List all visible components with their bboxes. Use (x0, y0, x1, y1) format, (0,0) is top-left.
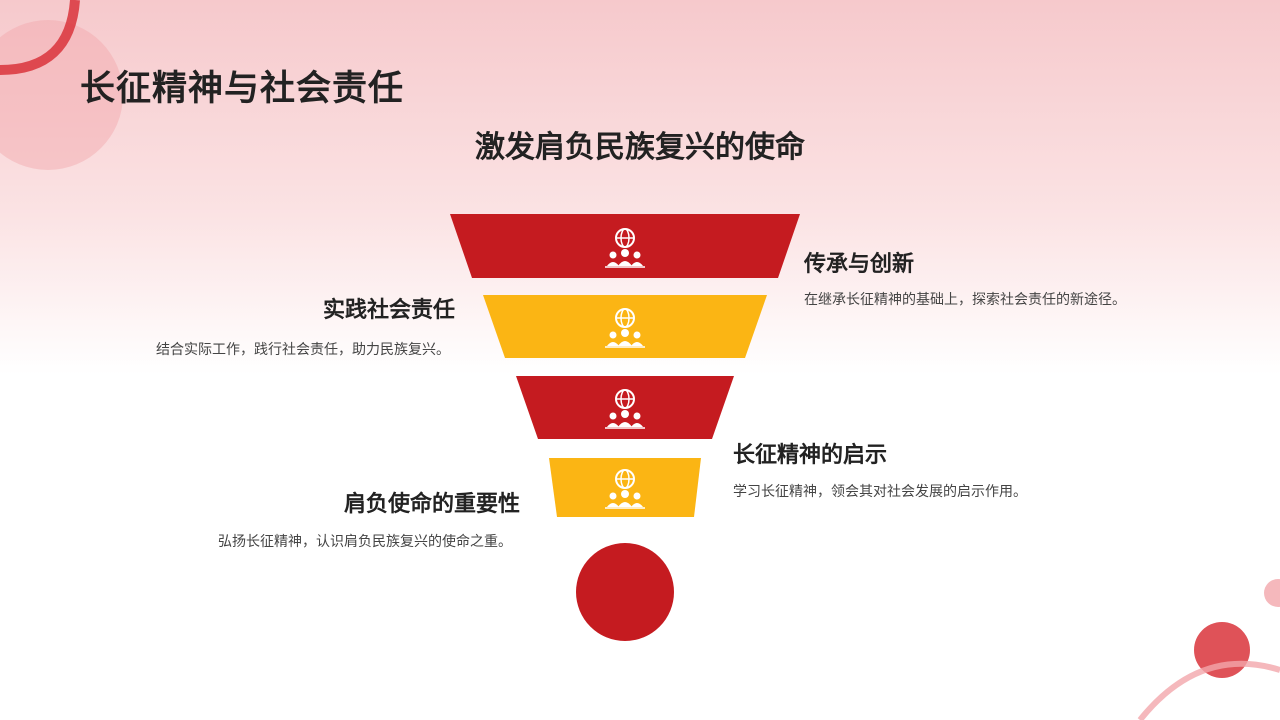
item-desc-3: 学习长征精神，领会其对社会发展的启示作用。 (733, 484, 1027, 500)
item-label-2: 实践社会责任 (322, 298, 455, 323)
item-label-4: 肩负使命的重要性 (343, 492, 520, 517)
item-desc-4: 弘扬长征精神，认识肩负民族复兴的使命之重。 (218, 534, 512, 550)
item-label-3: 长征精神的启示 (733, 443, 888, 468)
bottom-right-arc (1137, 660, 1280, 720)
slide-subtitle: 激发肩负民族复兴的使命 (475, 130, 805, 165)
funnel-bottom-circle (576, 543, 674, 641)
top-left-arc (0, 0, 80, 75)
right-edge-circle (1264, 579, 1280, 607)
top-left-circle (0, 20, 123, 170)
item-label-1: 传承与创新 (804, 252, 915, 277)
item-desc-2: 结合实际工作，践行社会责任，助力民族复兴。 (156, 342, 450, 358)
item-desc-1: 在继承长征精神的基础上，探索社会责任的新途径。 (804, 292, 1126, 308)
slide-title: 长征精神与社会责任 (80, 69, 405, 109)
